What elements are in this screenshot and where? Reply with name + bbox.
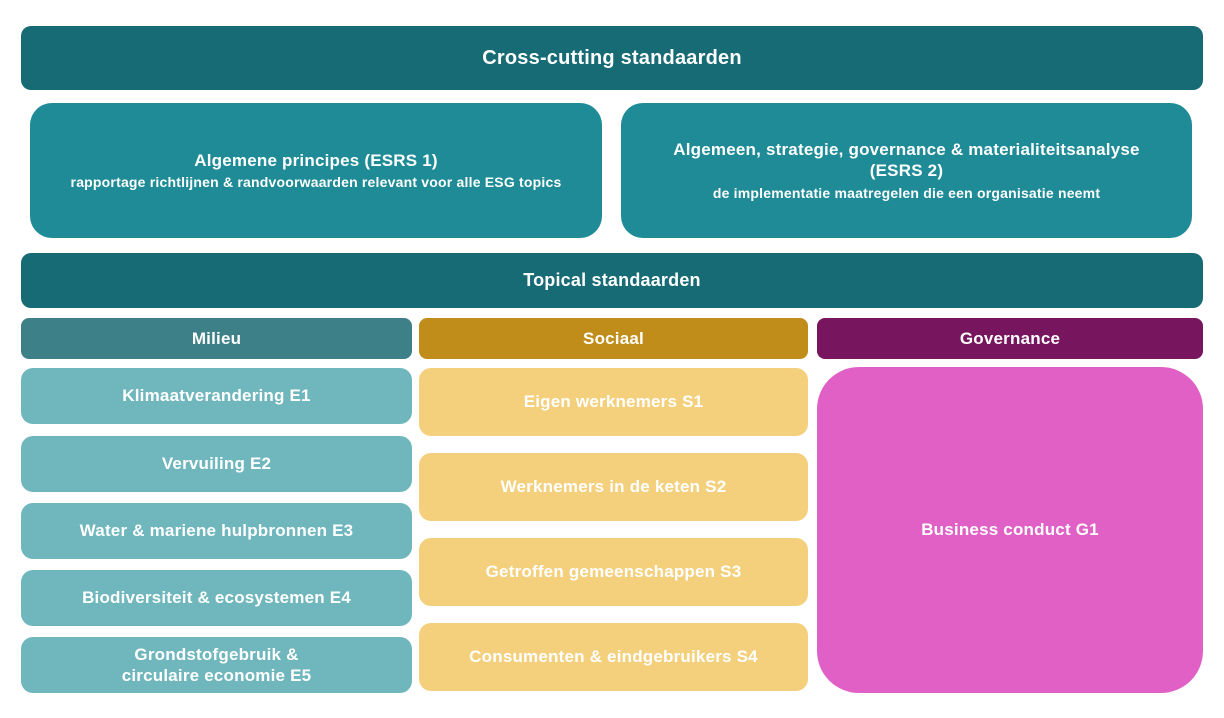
sociaal-item-s3-getroffen-gemeenschappen: Getroffen gemeenschappen S3 bbox=[419, 538, 808, 606]
sociaal-item-s4-consumenten-eindgebruikers: Consumenten & eindgebruikers S4 bbox=[419, 623, 808, 691]
topical-banner: Topical standaarden bbox=[21, 253, 1203, 308]
column-header-sociaal: Sociaal bbox=[419, 318, 808, 359]
esrs2-box: Algemeen, strategie, governance & materi… bbox=[621, 103, 1192, 238]
topical-title: Topical standaarden bbox=[523, 270, 701, 290]
esrs1-title: Algemene principes (ESRS 1) bbox=[194, 150, 438, 170]
milieu-item-e2-vervuiling: Vervuiling E2 bbox=[21, 436, 412, 492]
milieu-item-e5-grondstofgebruik-circulaire-economie: Grondstofgebruik & circulaire economie E… bbox=[21, 637, 412, 693]
esrs1-box: Algemene principes (ESRS 1) rapportage r… bbox=[30, 103, 602, 238]
cross-cutting-banner: Cross-cutting standaarden bbox=[21, 26, 1203, 90]
esrs1-subtitle: rapportage richtlijnen & randvoorwaarden… bbox=[70, 174, 562, 191]
milieu-item-e3-water-mariene-hulpbronnen: Water & mariene hulpbronnen E3 bbox=[21, 503, 412, 559]
esrs2-subtitle: de implementatie maatregelen die een org… bbox=[712, 184, 1101, 201]
sociaal-item-s2-werknemers-in-de-keten: Werknemers in de keten S2 bbox=[419, 453, 808, 521]
sociaal-item-s1-eigen-werknemers: Eigen werknemers S1 bbox=[419, 368, 808, 436]
column-header-milieu: Milieu bbox=[21, 318, 412, 359]
column-header-governance: Governance bbox=[817, 318, 1203, 359]
cross-cutting-title: Cross-cutting standaarden bbox=[482, 46, 742, 69]
esrs2-title: Algemeen, strategie, governance & materi… bbox=[673, 140, 1140, 181]
milieu-item-e1-klimaatverandering: Klimaatverandering E1 bbox=[21, 368, 412, 424]
governance-item-g1-business-conduct: Business conduct G1 bbox=[817, 367, 1203, 693]
milieu-item-e4-biodiversiteit-ecosystemen: Biodiversiteit & ecosystemen E4 bbox=[21, 570, 412, 626]
